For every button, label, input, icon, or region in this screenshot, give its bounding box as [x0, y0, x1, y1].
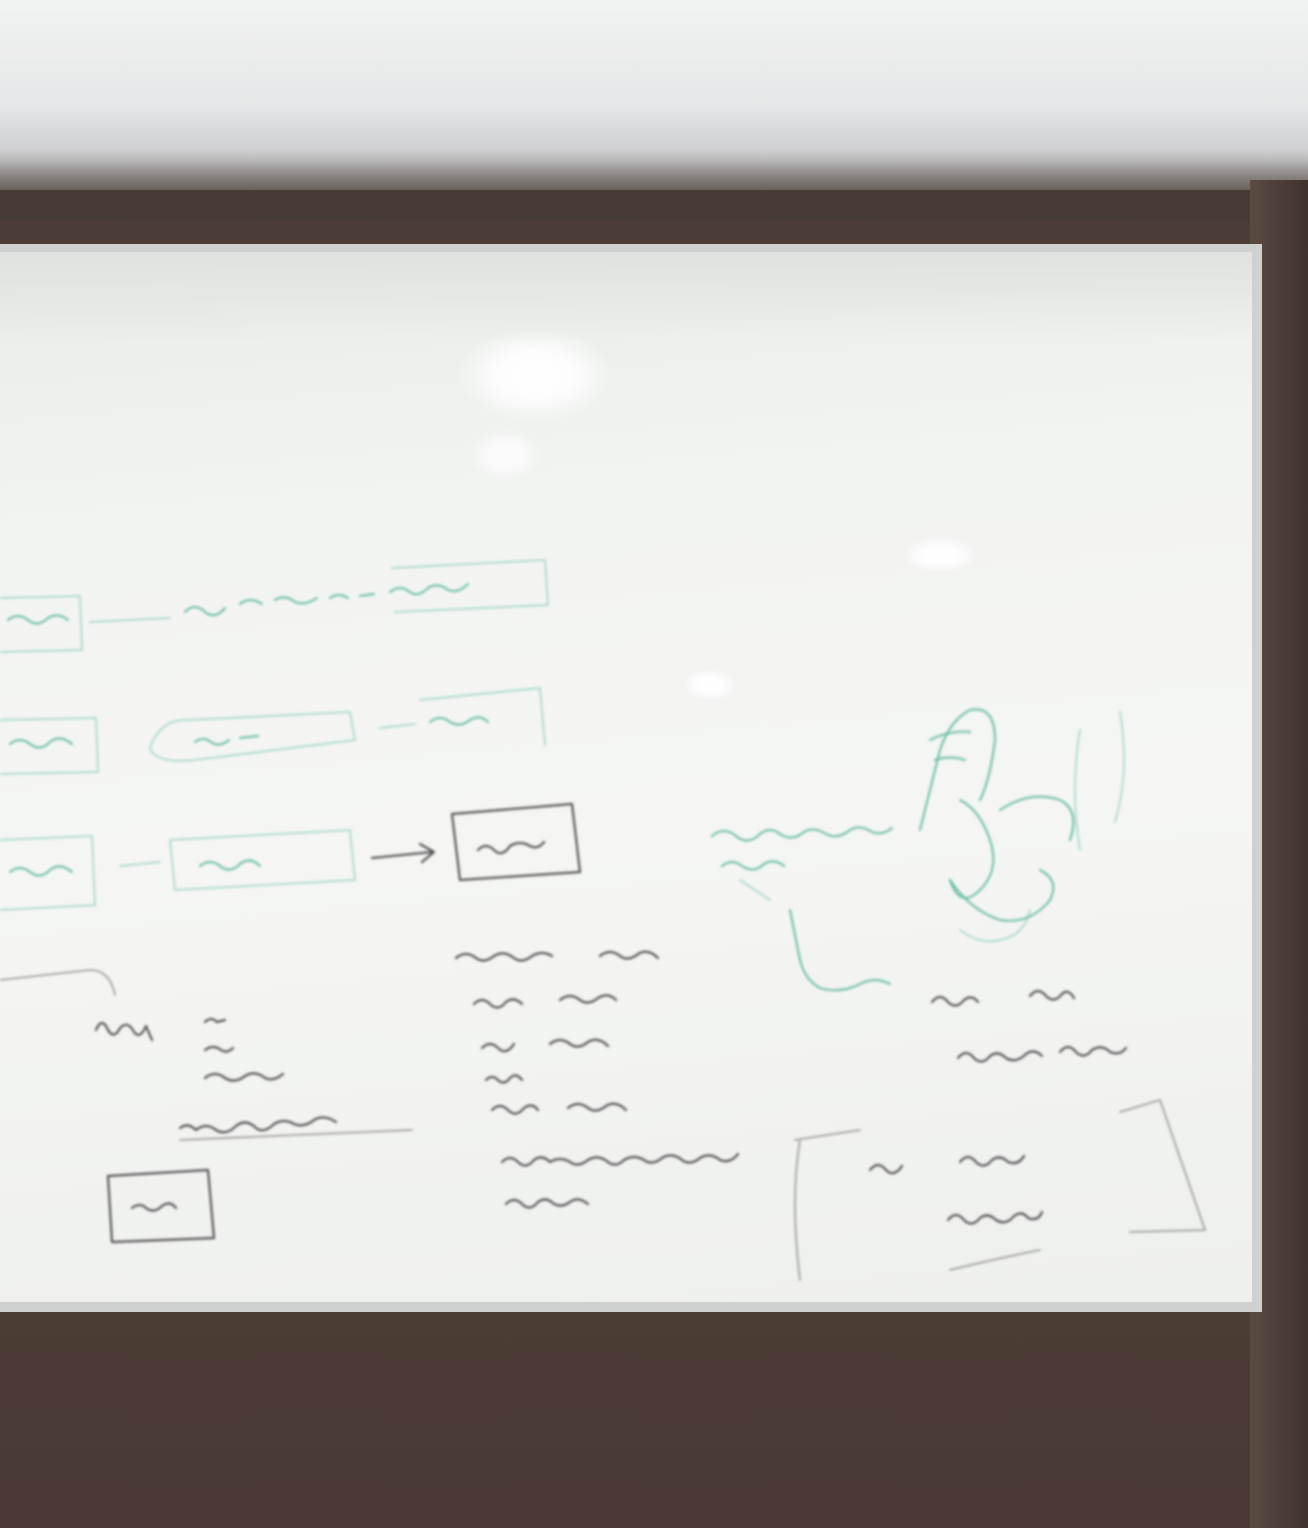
black-notes-right	[794, 989, 1207, 1281]
black-notes-center	[454, 950, 740, 1209]
green-row-3	[0, 802, 582, 911]
whiteboard-top-shade	[0, 252, 1252, 342]
light-reflection-right	[905, 538, 975, 572]
light-reflection-small	[470, 430, 540, 480]
light-reflection-center	[685, 670, 735, 700]
green-row-1	[0, 558, 550, 653]
green-row-2	[0, 686, 546, 775]
light-reflection-main	[460, 330, 610, 420]
black-notes-left	[0, 969, 413, 1244]
ceiling-shadow	[0, 150, 1308, 220]
green-structure-sketch	[710, 708, 1125, 992]
